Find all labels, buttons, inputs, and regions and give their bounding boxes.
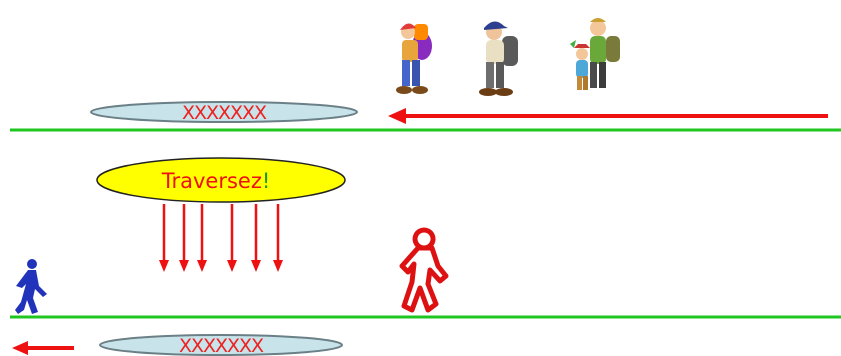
bottom-crossing-oval bbox=[99, 334, 343, 356]
top-lane-arrow bbox=[388, 108, 828, 124]
traversez-word: Traversez bbox=[161, 169, 262, 193]
traversez-balloon bbox=[96, 157, 346, 203]
bottom-lane-arrow bbox=[12, 341, 74, 355]
down-arrow-head bbox=[197, 260, 207, 272]
top-crossing-marks: XXXXXXX bbox=[182, 102, 267, 124]
traversez-label: Traversez! bbox=[161, 169, 271, 193]
blue-walking-person-icon bbox=[15, 259, 47, 314]
hiker-with-purple-backpack-icon bbox=[396, 23, 432, 94]
bottom-crossing-marks: XXXXXXX bbox=[179, 335, 264, 356]
down-arrow-head bbox=[227, 260, 237, 272]
down-arrow-head bbox=[273, 260, 283, 272]
down-arrow-head bbox=[179, 260, 189, 272]
down-arrow-head bbox=[159, 260, 169, 272]
red-outlined-walking-figure-icon bbox=[399, 227, 449, 313]
adult-and-child-hikers-icon bbox=[570, 18, 620, 90]
traversez-punctuation: ! bbox=[262, 169, 270, 193]
top-crossing-oval bbox=[90, 101, 358, 123]
down-arrow-head bbox=[251, 260, 261, 272]
down-arrows bbox=[159, 204, 283, 272]
hiker-with-cap-icon bbox=[479, 21, 518, 96]
